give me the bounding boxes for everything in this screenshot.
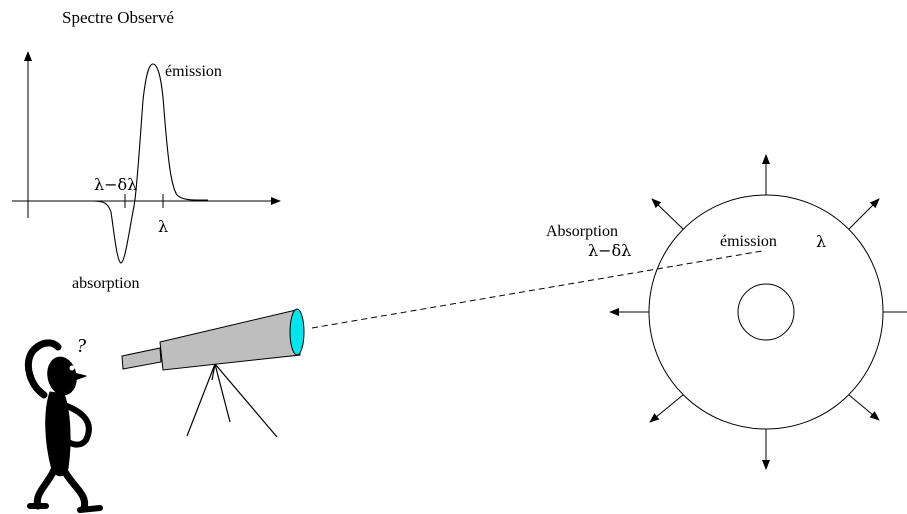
- wind-arrow-up-right: [848, 198, 880, 230]
- star-emission-label: émission: [720, 233, 777, 250]
- spectrum-profile-curve: [91, 63, 209, 264]
- absorption-trough-label: absorption: [72, 275, 140, 292]
- telescope-eyepiece: [121, 347, 162, 370]
- emission-peak-label: émission: [165, 63, 222, 80]
- line-of-sight: [311, 250, 763, 329]
- spectrum-plot: Spectre Observé émission absorption λ−δλ…: [12, 8, 281, 292]
- telescope-icon: [121, 308, 305, 371]
- wind-arrows: [609, 154, 907, 470]
- telescope-lens: [289, 308, 305, 356]
- star-core: [737, 283, 795, 341]
- star-envelope: [648, 194, 884, 430]
- tick-label-lambda: λ: [158, 217, 168, 236]
- wind-arrow-down-left: [649, 394, 684, 423]
- tick-label-lambda-minus-dlambda: λ−δλ: [94, 175, 137, 194]
- question-mark: ?: [76, 335, 86, 357]
- spectrum-title: Spectre Observé: [62, 8, 174, 27]
- star-absorption-wavelength: λ−δλ: [588, 241, 631, 260]
- observer: ?: [25, 335, 103, 513]
- telescope: [121, 308, 305, 438]
- tripod-icon: [186, 363, 278, 438]
- star-emission-wavelength: λ: [816, 232, 826, 251]
- star-absorption-label: Absorption: [546, 223, 618, 240]
- star: Absorption λ−δλ émission λ: [546, 154, 907, 470]
- telescope-tube: [159, 309, 301, 371]
- wind-arrow-down-right: [848, 394, 880, 421]
- person-icon: [25, 339, 103, 513]
- wind-arrow-up-left: [651, 198, 684, 230]
